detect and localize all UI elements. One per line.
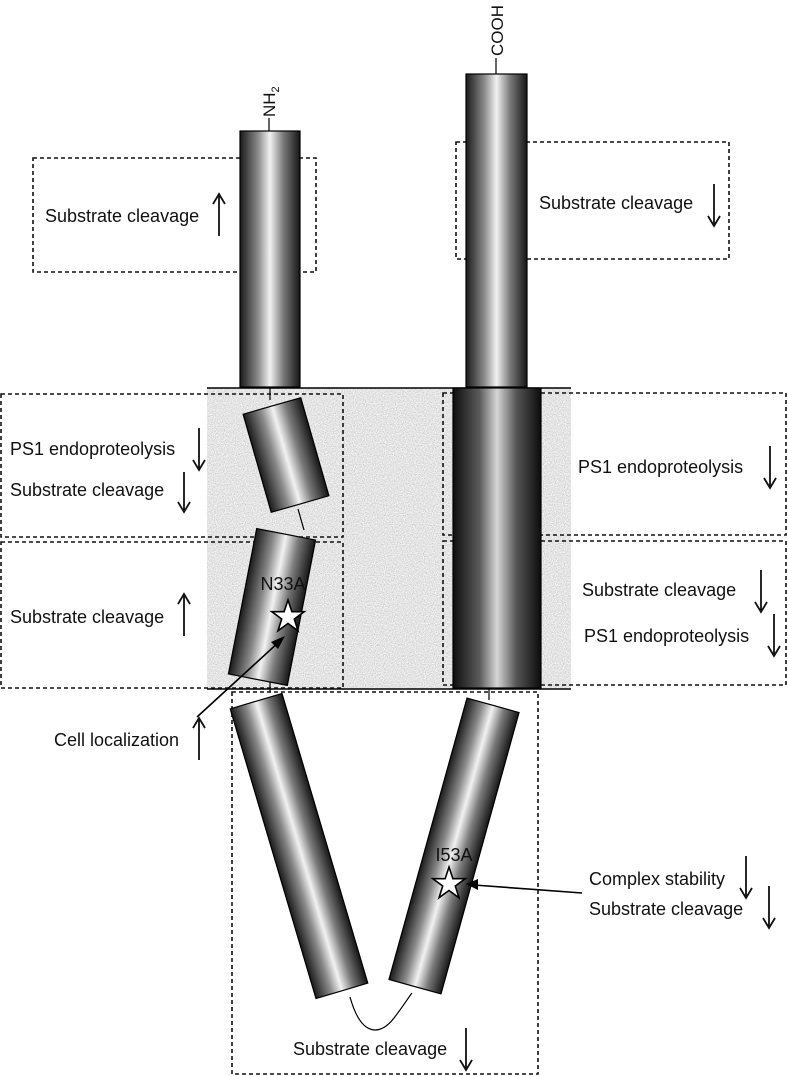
left-upper-label-2: Substrate cleavage (10, 480, 164, 500)
tm2-membrane-helix (452, 387, 542, 689)
cooh-terminus-label: COOH (488, 5, 507, 56)
n33a-star-icon (269, 597, 307, 633)
tm1-link-mid (297, 508, 305, 531)
tm1-upper-helix (242, 396, 330, 514)
right-lower-arrow-1-down-icon (754, 570, 768, 614)
nh2-terminus-label: NH2 (260, 86, 282, 117)
connectors (268, 58, 497, 1031)
tm1-top-arrow-up-icon (212, 192, 226, 236)
cell-localization-pointer (196, 640, 281, 718)
cell-localization-pointer-head (271, 636, 285, 649)
i53a-label: I53A (435, 845, 472, 865)
complex-substrate-label: Substrate cleavage (589, 899, 743, 919)
n33a-label: N33A (260, 574, 305, 594)
tm2-extracellular-helix (465, 73, 528, 388)
tm2-top-box (455, 141, 730, 260)
i53a-site: I53A (430, 845, 473, 900)
nh2-text: NH (260, 92, 279, 117)
left-lower-label: Substrate cleavage (10, 607, 164, 627)
bottom-label: Substrate cleavage (293, 1039, 447, 1059)
left-upper-label-1: PS1 endoproteolysis (10, 439, 175, 459)
complex-stability-arrow-down-icon (739, 856, 753, 900)
left-lower-box (0, 541, 344, 689)
complex-substrate-arrow-down-icon (762, 886, 776, 930)
right-upper-label: PS1 endoproteolysis (578, 457, 743, 477)
cell-localization-label: Cell localization (54, 730, 179, 750)
complex-stability-pointer-head (466, 879, 478, 890)
cooh-text: COOH (488, 5, 507, 56)
callout-pointers (196, 636, 583, 894)
nh2-subscript: 2 (270, 86, 282, 92)
right-lower-arrow-2-down-icon (767, 614, 781, 658)
right-lower-label-2: PS1 endoproteolysis (584, 626, 749, 646)
tm2-top-arrow-down-icon (707, 184, 721, 228)
left-lower-arrow-up-icon (177, 592, 191, 636)
tm2-top-label: Substrate cleavage (539, 193, 693, 213)
left-upper-arrow-2-down-icon (177, 472, 191, 514)
tm1-top-label: Substrate cleavage (45, 206, 199, 226)
svg-text:NH2: NH2 (260, 86, 282, 117)
bottom-arrow-down-icon (459, 1028, 473, 1072)
complex-stability-pointer (473, 884, 583, 894)
cytoplasmic-helix-right (388, 697, 520, 995)
right-lower-label-1: Substrate cleavage (582, 580, 736, 600)
complex-stability-label: Complex stability (589, 869, 725, 889)
right-lower-box (442, 540, 787, 686)
cell-localization-arrow-up-icon (192, 716, 206, 760)
bottom-loop-box (231, 691, 539, 1075)
annotations: Substrate cleavage Substrate cleavage PS… (10, 184, 781, 1072)
region-boxes (0, 141, 787, 1075)
left-upper-box (0, 393, 344, 538)
left-upper-arrow-1-down-icon (192, 428, 206, 472)
tm1-top-box (32, 157, 317, 273)
cytoplasmic-helix-left (229, 692, 369, 1000)
tm1-extracellular-helix (239, 130, 301, 388)
right-upper-box (442, 392, 787, 536)
helices (227, 73, 542, 1000)
n33a-site: N33A (260, 574, 307, 633)
loop (349, 992, 413, 1031)
right-upper-arrow-down-icon (763, 446, 777, 490)
i53a-star-icon (430, 864, 468, 900)
